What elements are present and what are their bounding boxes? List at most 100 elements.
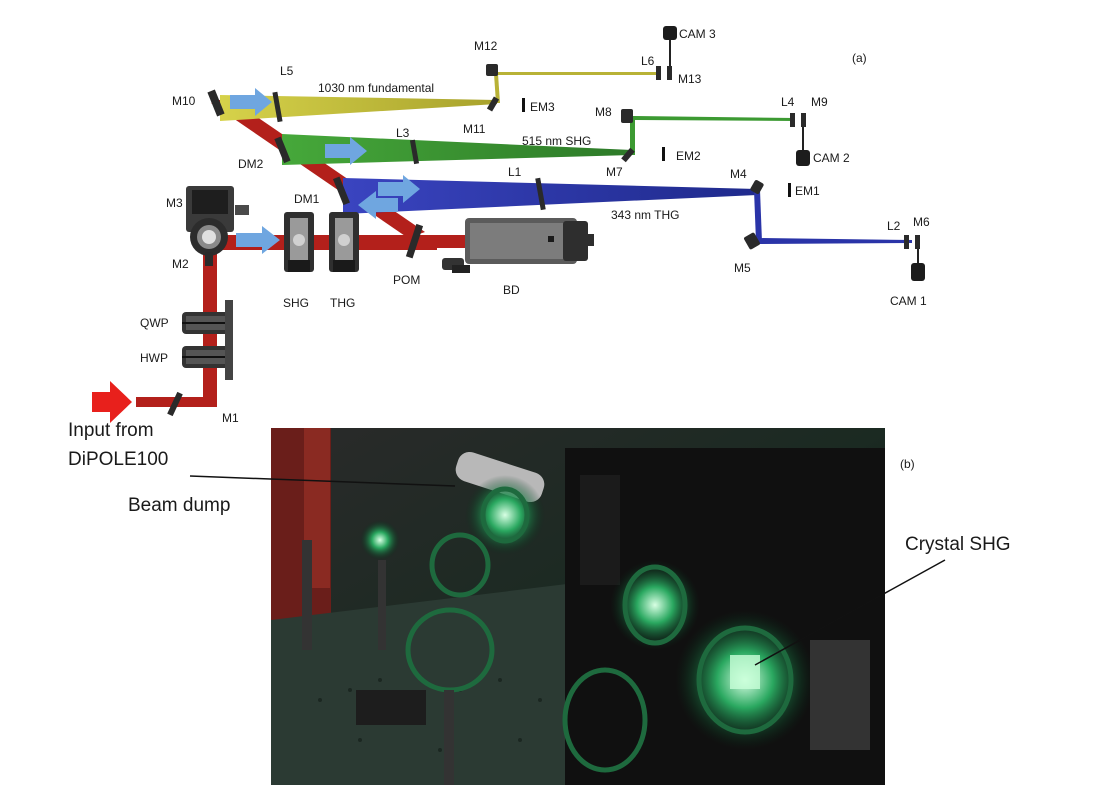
dm2-mirror [274, 136, 291, 164]
l3-lens [409, 139, 420, 165]
arrow-fundamental [230, 88, 272, 116]
m8-mirror [621, 109, 633, 123]
label-crystal-shg: Crystal SHG [905, 534, 1011, 555]
l4-lens [790, 113, 795, 127]
panel-b-annotations: (b) Input from DiPOLE100 Beam dump Cryst… [68, 420, 1011, 666]
label-m10: M10 [172, 94, 196, 108]
label-m4: M4 [730, 167, 747, 181]
label-bd: BD [503, 283, 520, 297]
label-m3: M3 [166, 196, 183, 210]
label-pom: POM [393, 273, 420, 287]
beam-dump-bd [465, 218, 594, 264]
beam-515-branch [632, 116, 795, 121]
label-m13: M13 [678, 72, 702, 86]
optics-elements [167, 64, 920, 417]
label-l1: L1 [508, 165, 522, 179]
label-em1: EM1 [795, 184, 820, 198]
label-m7: M7 [606, 165, 623, 179]
m2-mirror [205, 252, 213, 266]
beam-343-vertical [754, 190, 762, 242]
shg-crystal-mount [284, 212, 314, 272]
beam-515-vertical [630, 117, 635, 155]
label-thg: THG [330, 296, 355, 310]
energy-meters [522, 98, 791, 197]
thg-crystal-mount [329, 212, 359, 272]
panel-b-tag: (b) [900, 457, 915, 471]
em2-meter [662, 147, 665, 161]
m9-mirror [801, 113, 806, 127]
m4-mirror [750, 180, 764, 194]
label-l2: L2 [887, 219, 901, 233]
qwp-mount [182, 312, 232, 334]
camera-cam2 [796, 127, 810, 166]
m10-mirror [207, 89, 225, 117]
crystal-shg-leader-line [754, 559, 946, 666]
label-l5: L5 [280, 64, 294, 78]
label-input-line2: DiPOLE100 [68, 449, 168, 470]
beam-343-branch [758, 238, 912, 244]
label-cam2: CAM 2 [813, 151, 850, 165]
label-em3: EM3 [530, 100, 555, 114]
beam-dump-leader-line [189, 475, 456, 487]
label-input-line1: Input from [68, 420, 154, 441]
label-m1: M1 [222, 411, 239, 425]
l2-lens [904, 235, 909, 249]
m7-mirror [621, 147, 635, 163]
label-m6: M6 [913, 215, 930, 229]
label-dm2: DM2 [238, 157, 264, 171]
beam-1030-vertical [494, 74, 500, 103]
beam-1030-fundamental [220, 95, 497, 121]
em1-meter [788, 183, 791, 197]
label-beam-dump: Beam dump [128, 495, 230, 516]
panel-a-tag: (a) [852, 51, 867, 65]
beam-1030-branch [495, 72, 660, 75]
beam-direction-arrows [230, 88, 420, 254]
m13-mirror [667, 66, 672, 80]
label-qwp: QWP [140, 316, 169, 330]
m1-mirror [167, 391, 183, 417]
label-m2: M2 [172, 257, 189, 271]
label-shg: SHG [283, 296, 309, 310]
label-cam3: CAM 3 [679, 27, 716, 41]
arrow-thg-backward [358, 191, 398, 219]
m5-mirror [744, 232, 760, 250]
label-m11: M11 [463, 122, 486, 136]
label-l4: L4 [781, 95, 795, 109]
arrow-thg-forward [378, 175, 420, 203]
label-beam-515: 515 nm SHG [522, 134, 591, 148]
label-l3: L3 [396, 126, 410, 140]
m3-mirror-mount [186, 186, 249, 256]
label-cam1: CAM 1 [890, 294, 927, 308]
label-beam-343: 343 nm THG [611, 208, 679, 222]
label-m9: M9 [811, 95, 828, 109]
arrow-into-shg [236, 226, 280, 254]
hwp-mount [182, 346, 232, 368]
arrow-shg [325, 137, 367, 165]
label-m5: M5 [734, 261, 751, 275]
label-beam-1030: 1030 nm fundamental [318, 81, 434, 95]
panel-a-diagram: (a) M1 M2 M3 M4 M5 M6 M7 M8 M9 M10 M11 M… [92, 26, 930, 425]
beam-515-shg [282, 134, 632, 165]
m12-mirror [486, 64, 498, 76]
m11-mirror [486, 96, 500, 112]
camera-cam3 [663, 26, 677, 66]
l6-lens [656, 66, 661, 80]
beam-343-thg [343, 178, 757, 214]
label-dm1: DM1 [294, 192, 320, 206]
m6-mirror [915, 235, 920, 249]
em3-meter [522, 98, 525, 112]
panel-b-photograph [271, 428, 885, 785]
l5-lens [272, 91, 283, 123]
qwp-hwp-clamp [225, 300, 233, 380]
label-l6: L6 [641, 54, 655, 68]
label-em2: EM2 [676, 149, 701, 163]
label-m8: M8 [595, 105, 612, 119]
camera-cam1 [911, 249, 925, 281]
label-hwp: HWP [140, 351, 168, 365]
label-m12: M12 [474, 39, 498, 53]
pom-polarizer [405, 223, 470, 273]
input-arrow [92, 381, 132, 423]
dm1-mirror [332, 176, 350, 206]
